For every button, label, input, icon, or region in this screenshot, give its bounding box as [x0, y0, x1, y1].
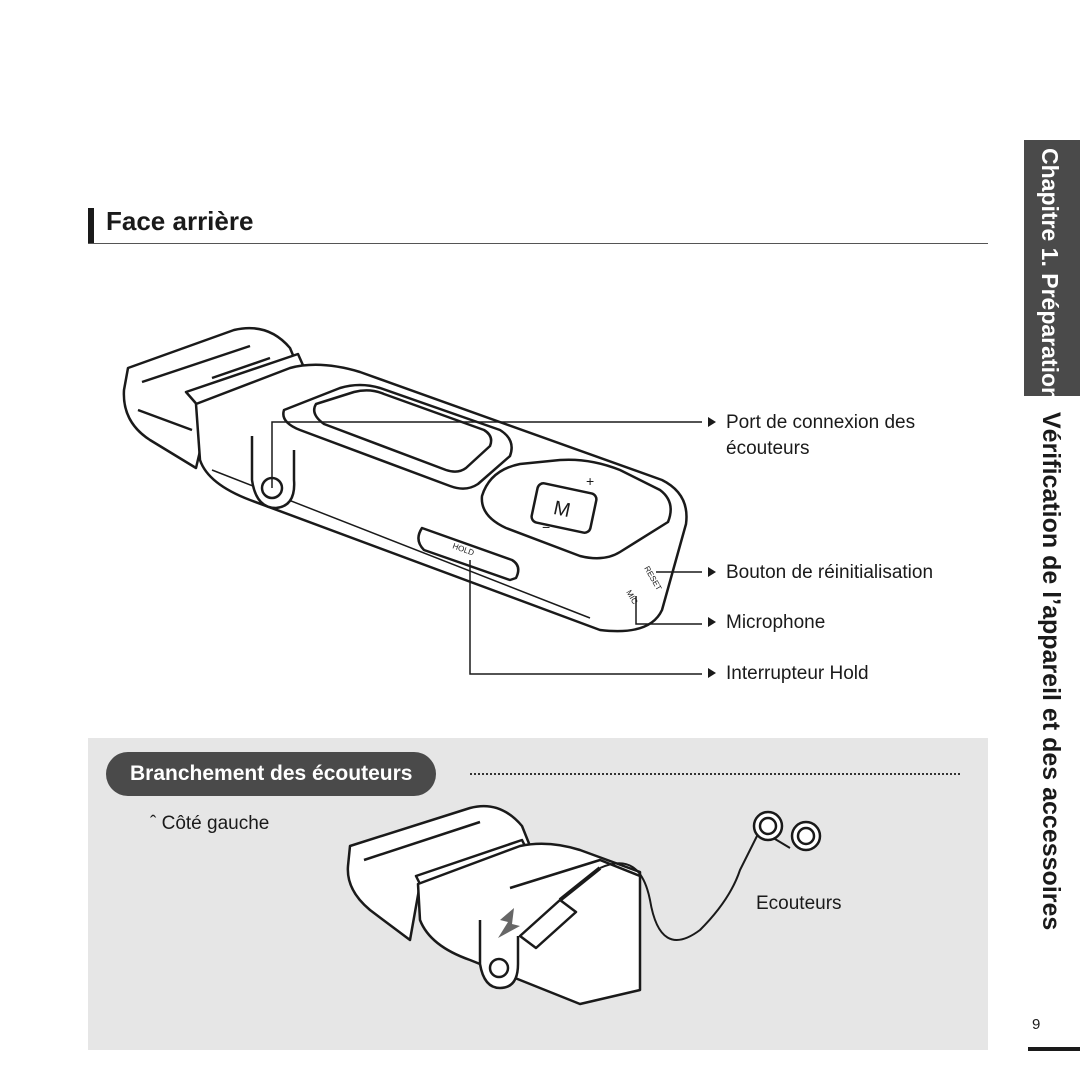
pointer-icon: [708, 567, 716, 577]
callout-microphone: Microphone: [708, 610, 825, 636]
earbud-left: [752, 810, 784, 842]
callout-headphone-port: Port de connexion des écouteurs: [708, 410, 915, 462]
device-body-closeup: [416, 842, 642, 1006]
pointer-icon: [708, 617, 716, 627]
page-number-rule: [1028, 1047, 1080, 1051]
pointer-icon: [708, 668, 716, 678]
heading-bar: [88, 208, 94, 244]
callout-reset-button: Bouton de réinitialisation: [708, 560, 933, 586]
menu-button-glyph: M: [552, 497, 573, 522]
leader-lines: [271, 421, 702, 675]
minus-glyph: −: [542, 519, 550, 535]
callout-hold-switch: Interrupteur Hold: [708, 661, 869, 687]
display-window: [282, 383, 513, 490]
earphone-cable: [599, 829, 761, 941]
earbud-right: [790, 820, 822, 852]
insert-arrow-icon: [498, 908, 520, 938]
chapter-tab: [1024, 140, 1080, 396]
page-number: 9: [1032, 1016, 1041, 1033]
left-side-note: ˆ Côté gauche: [150, 813, 270, 834]
section-heading: Face arrière: [106, 206, 254, 236]
pointer-icon: [708, 417, 716, 427]
plus-glyph: +: [586, 473, 594, 489]
earphone-plug: [518, 898, 578, 950]
dotted-rule: [470, 773, 960, 775]
hold-switch: [417, 526, 520, 582]
earphones-label: Ecouteurs: [756, 893, 842, 914]
subsection-title: Branchement des écouteurs: [106, 752, 437, 796]
heading-rule: [88, 243, 988, 244]
